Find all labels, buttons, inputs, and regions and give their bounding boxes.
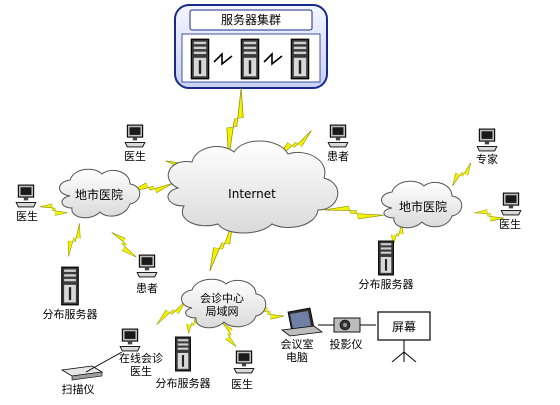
hospital-left-cloud: 地市医院: [59, 168, 141, 219]
scanner-label: 扫描仪: [62, 382, 95, 396]
internet-cloud-shape: [167, 140, 339, 234]
server-tower-icon: [377, 240, 395, 276]
projector-label: 投影仪: [330, 337, 363, 351]
link-hospital-server-left: [63, 221, 85, 259]
server-left-node: 分布服务器: [43, 266, 98, 321]
doctor-bottom-label: 医生: [231, 377, 253, 391]
projector-node: 投影仪: [318, 317, 376, 351]
doctor-right-label: 医生: [499, 217, 521, 231]
doctor-left-node: 医生: [15, 184, 38, 223]
meeting-label-line2: 电脑: [286, 351, 308, 364]
projection-screen-icon: [377, 311, 431, 363]
link-hospital-patient-left: [107, 228, 141, 262]
cluster-server-3: [290, 38, 310, 80]
consultation-lan-cloud: 会诊中心 局域网: [181, 278, 267, 329]
computer-icon: [327, 124, 349, 148]
projector-icon: [333, 317, 361, 333]
scanner-node: 扫描仪: [60, 351, 123, 396]
screen-label: 屏幕: [392, 320, 416, 334]
hospital-left-label: 地市医院: [75, 187, 123, 202]
computer-icon: [233, 350, 255, 374]
meeting-room-node: 会议室 电脑: [280, 307, 324, 364]
computer-icon: [500, 192, 522, 216]
server-tower-icon: [61, 266, 79, 306]
screen-node: 屏幕: [377, 311, 431, 363]
cluster-link-2: [263, 52, 283, 66]
patient-left-label: 患者: [136, 282, 158, 295]
online-doctor-node: 在线会诊 医生: [119, 328, 163, 378]
patient-top-label: 患者: [327, 150, 349, 163]
internet-cloud: Internet: [167, 140, 339, 234]
patient-left-node: 患者: [136, 254, 158, 295]
lan-label-line1: 会诊中心: [200, 291, 244, 305]
cluster-server-1: [190, 38, 210, 80]
expert-label: 专家: [476, 152, 498, 166]
server-right-node: 分布服务器: [359, 240, 414, 291]
link-expert-hospital: [447, 158, 476, 190]
computer-icon: [476, 128, 498, 152]
expert-node: 专家: [476, 128, 498, 166]
server-bottom-node: 分布服务器: [156, 336, 211, 390]
cluster-server-2: [240, 38, 260, 80]
link-internet-hospital-right: [323, 203, 385, 222]
server-tower-icon: [175, 336, 191, 372]
hospital-right-label: 地市医院: [399, 199, 447, 214]
internet-label: Internet: [228, 187, 276, 201]
computer-icon: [136, 254, 158, 278]
doctor-left-label: 医生: [16, 209, 38, 223]
server-right-label: 分布服务器: [359, 278, 414, 291]
doctor-top-label: 医生: [124, 149, 146, 163]
server-bottom-label: 分布服务器: [156, 377, 211, 390]
patient-top-node: 患者: [327, 124, 349, 163]
online-label-line2: 医生: [130, 364, 152, 378]
lan-label-line2: 局域网: [206, 305, 239, 318]
consultation-lan-cloud-shape: [181, 278, 267, 329]
doctor-bottom-node: 医生: [231, 350, 255, 391]
cluster-link-1: [213, 52, 233, 66]
server-cluster: 服务器集群: [174, 4, 328, 89]
doctor-right-node: 医生: [499, 192, 522, 231]
server-left-label: 分布服务器: [43, 308, 98, 321]
server-cluster-title: 服务器集群: [221, 12, 281, 27]
computer-icon: [15, 184, 37, 208]
scanner-icon: [60, 351, 123, 381]
hospital-right-cloud: 地市医院: [381, 180, 463, 229]
online-label-line1: 在线会诊: [119, 351, 163, 365]
computer-icon: [119, 328, 141, 352]
doctor-top-node: 医生: [124, 124, 146, 163]
computer-icon: [124, 124, 146, 148]
laptop-icon: [280, 307, 324, 337]
hospital-right-cloud-shape: [381, 180, 463, 229]
meeting-label-line1: 会议室: [281, 337, 314, 351]
hospital-left-cloud-shape: [59, 168, 141, 219]
